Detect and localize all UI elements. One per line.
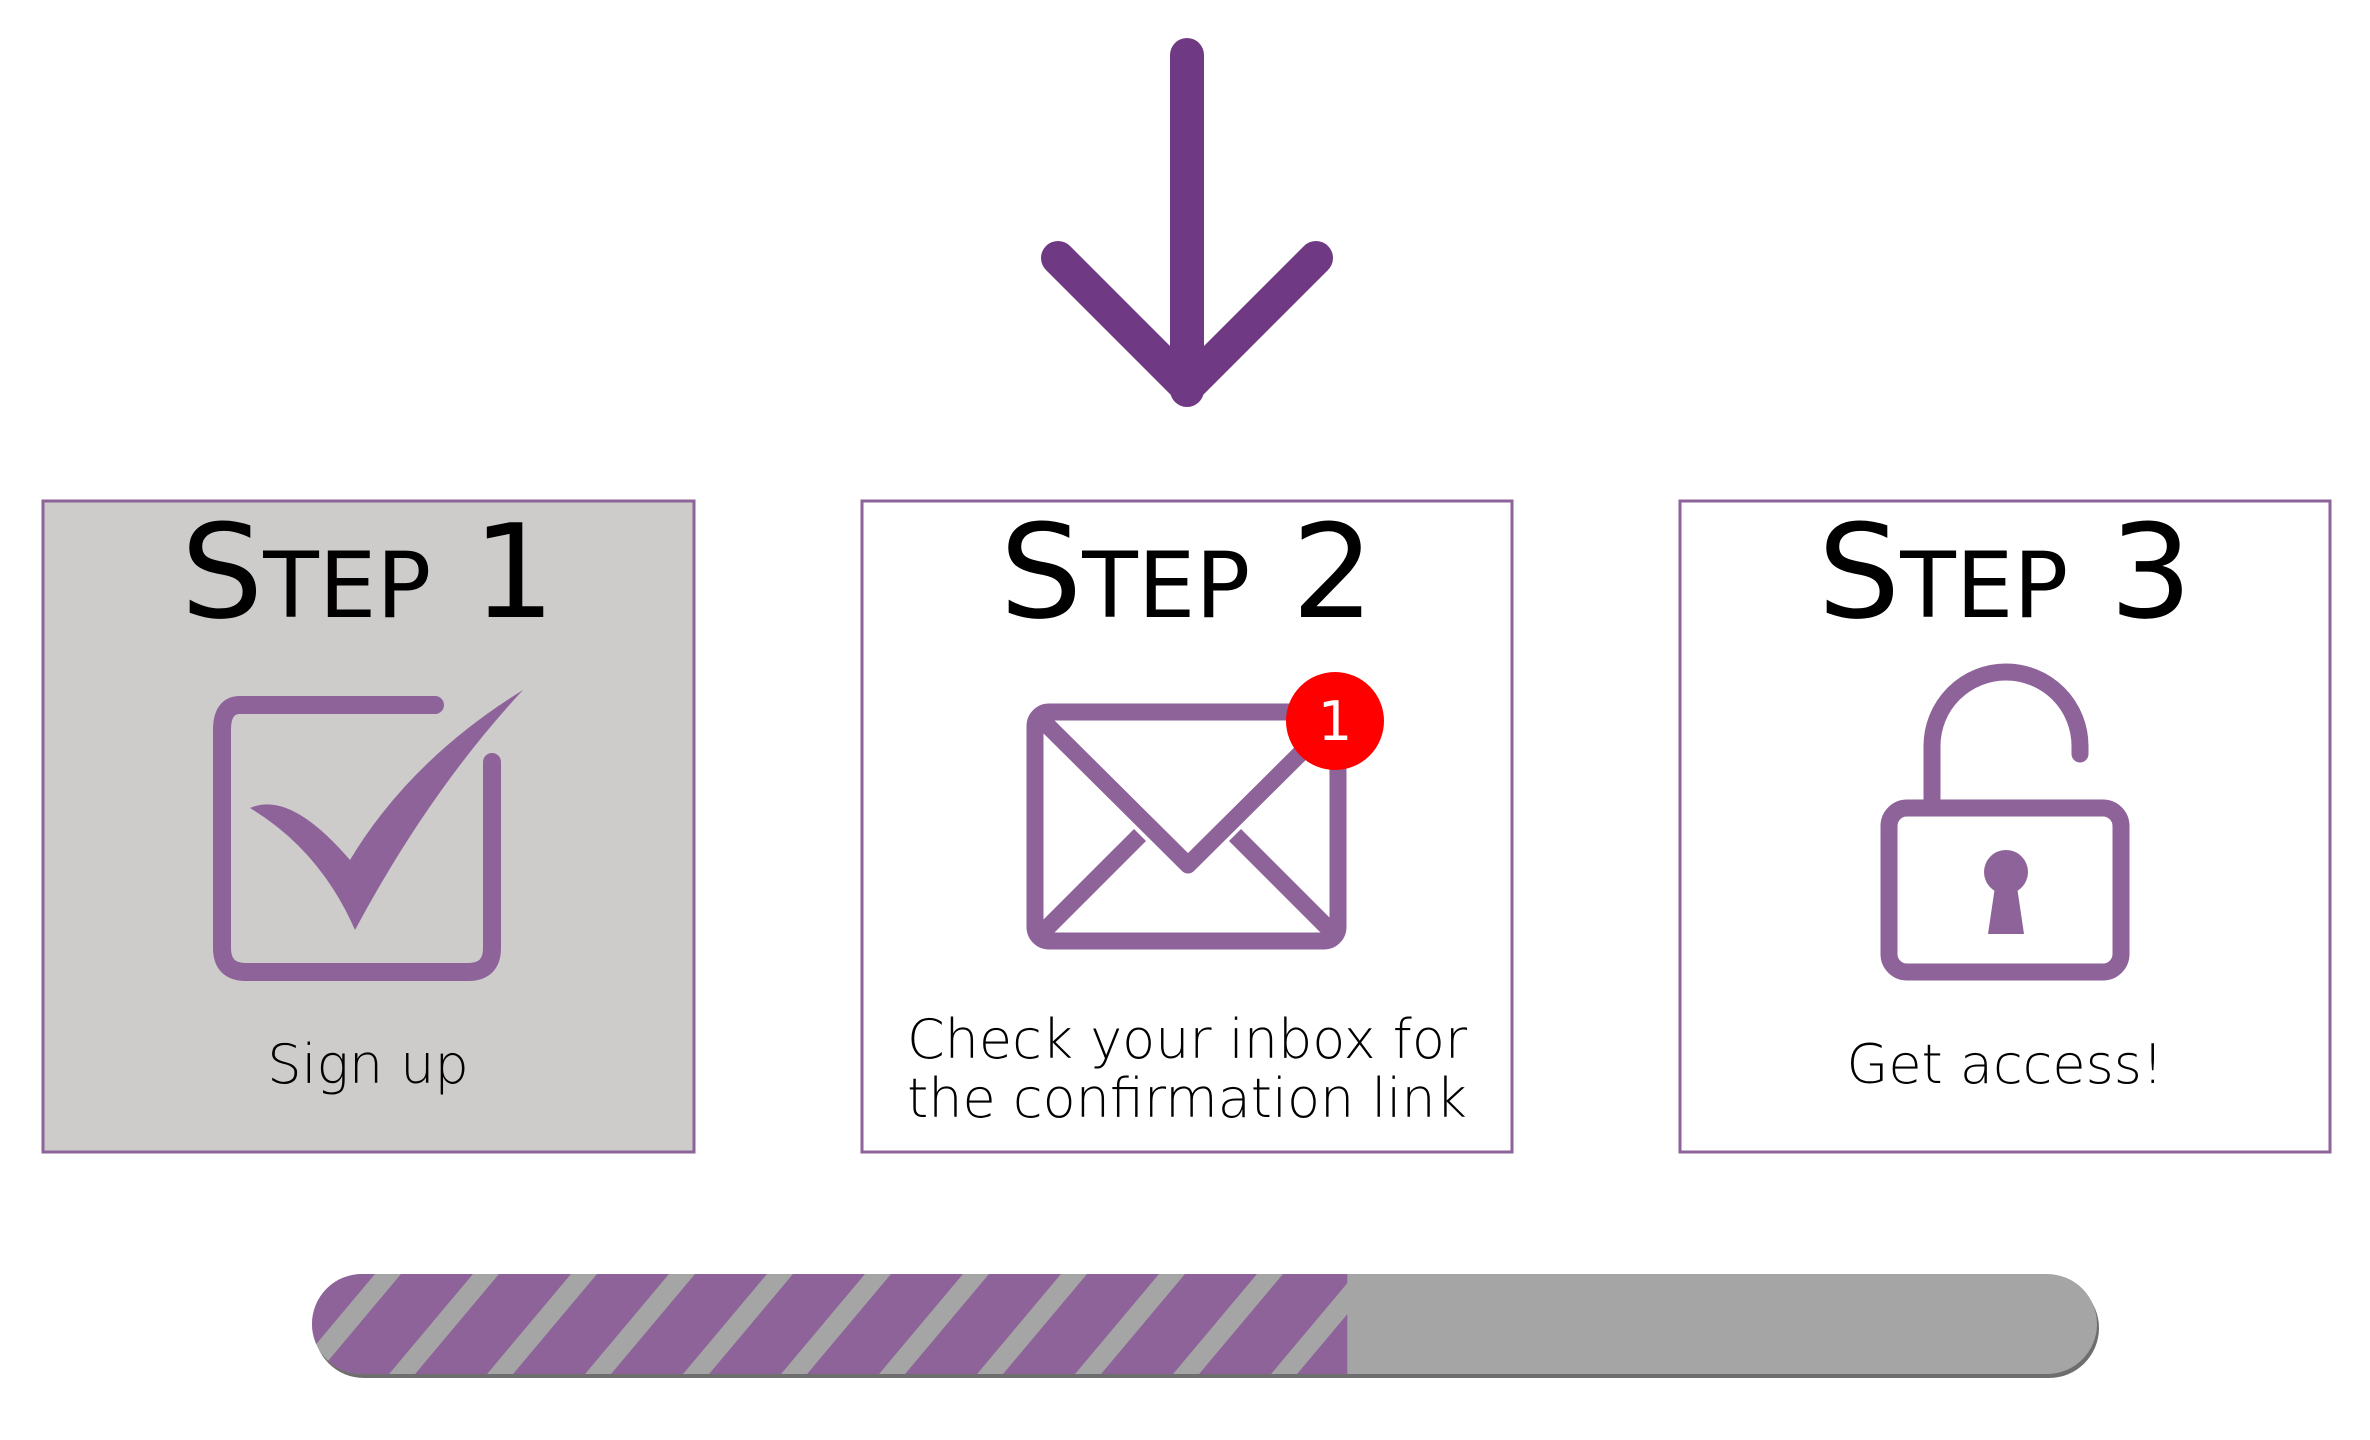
svg-text:1: 1 [1318, 690, 1352, 753]
progress-fill [312, 1274, 1348, 1374]
arrow-down-icon [1041, 38, 1333, 407]
step-2-card: Step 2 1 Check your inbox for the confir… [860, 496, 1514, 1154]
notification-badge: 1 [1286, 672, 1384, 770]
step-3-card: Step 3 Get access! [1678, 496, 2332, 1154]
step-2-title: Step 2 [1000, 496, 1375, 648]
step-3-caption: Get access! [1846, 1033, 2163, 1096]
unlocked-padlock-icon [1880, 663, 2130, 981]
step-3-title: Step 3 [1818, 496, 2193, 648]
checkbox-icon [213, 690, 523, 981]
progress-bar [312, 1274, 2099, 1378]
step-1-caption: Sign up [267, 1033, 469, 1096]
step-2-caption-line-1: Check your inbox for [907, 1008, 1468, 1071]
step-2-caption-line-2: the confirmation link [907, 1067, 1467, 1130]
step-1-title: Step 1 [181, 496, 556, 648]
envelope-icon [1026, 703, 1347, 950]
step-1-card: Step 1 Sign up [41, 496, 696, 1154]
